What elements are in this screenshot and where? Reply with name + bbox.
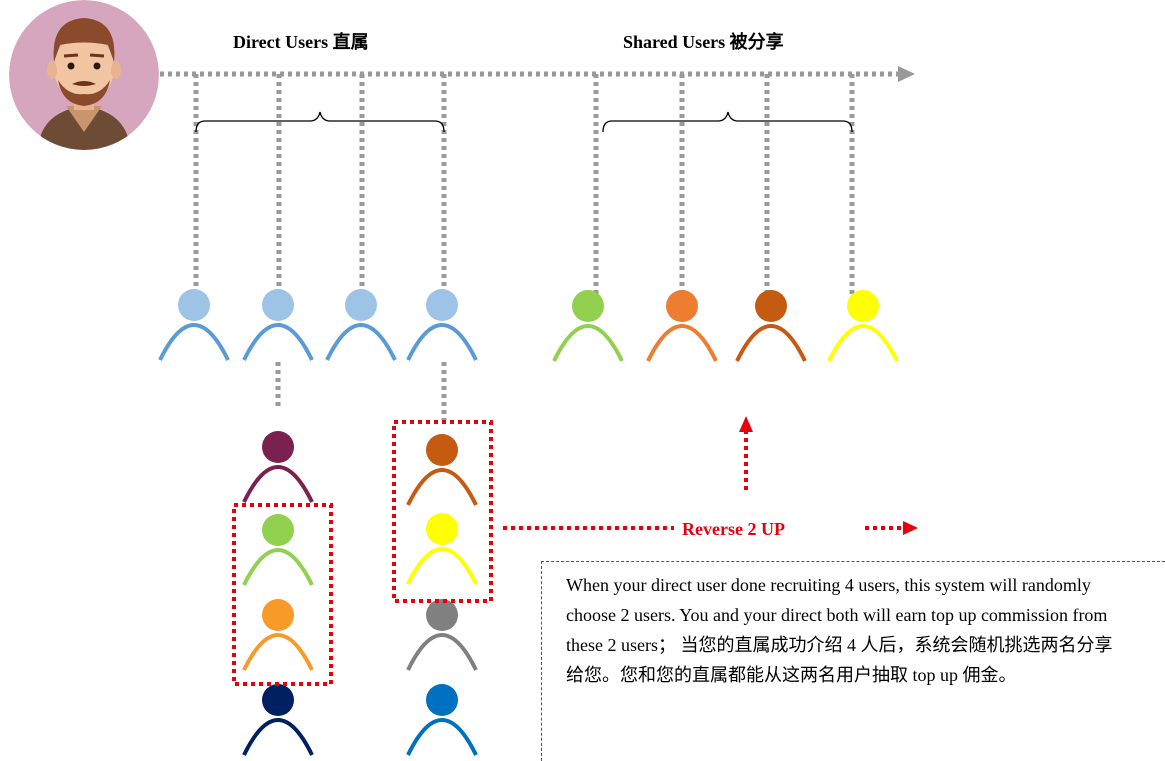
user-icon — [325, 289, 397, 361]
direct-users-title: Direct Users 直属 — [233, 32, 369, 52]
user-icon — [242, 684, 314, 756]
man-with-beard-avatar — [9, 0, 159, 150]
user-icon — [406, 434, 478, 506]
user-icon — [158, 289, 230, 361]
highlight-box-column-2 — [392, 420, 493, 603]
explanation-note-text: When your direct user done recruiting 4 … — [566, 575, 1113, 685]
user-icon — [242, 289, 314, 361]
shared-users-title: Shared Users 被分享 — [623, 32, 784, 52]
highlight-box-column-1 — [232, 503, 333, 686]
sub-users-column-2 — [406, 434, 478, 756]
direct-users-row — [158, 289, 478, 361]
user-icon — [406, 289, 478, 361]
user-icon — [406, 513, 478, 585]
user-icon — [552, 290, 624, 362]
shared-users-row — [552, 290, 899, 362]
user-icon — [646, 290, 718, 362]
drop-connectors — [193, 74, 855, 420]
brace-shared — [602, 111, 853, 133]
user-icon — [242, 599, 314, 671]
reverse-2-up-label: Reverse 2 UP — [682, 519, 785, 539]
user-icon — [827, 290, 899, 362]
up-arrow-icon — [739, 416, 753, 490]
main-connector-arrow — [160, 66, 915, 82]
right-arrow-icon — [865, 521, 918, 535]
user-icon — [242, 431, 314, 503]
user-icon — [242, 514, 314, 586]
sub-users-column-1 — [242, 431, 314, 756]
brace-direct — [195, 111, 445, 133]
user-icon — [406, 599, 478, 671]
explanation-note-box: When your direct user done recruiting 4 … — [541, 561, 1165, 761]
user-icon — [406, 684, 478, 756]
user-icon — [735, 290, 807, 362]
